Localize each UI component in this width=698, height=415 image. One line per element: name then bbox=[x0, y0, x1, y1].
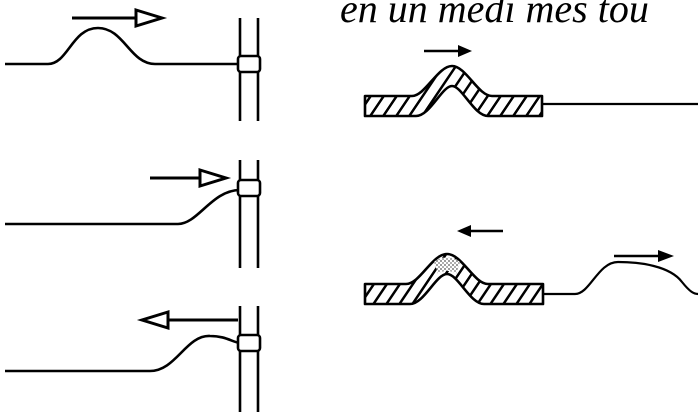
caption-text: en un medi més tou bbox=[340, 0, 649, 31]
left-panel-2 bbox=[5, 160, 262, 268]
arrow-right-icon bbox=[150, 167, 232, 189]
fixed-wall bbox=[236, 18, 262, 121]
arrow-right-icon bbox=[72, 7, 168, 29]
fixed-wall bbox=[236, 306, 262, 412]
left-panel-1 bbox=[5, 7, 262, 121]
left-panel-3 bbox=[5, 306, 262, 412]
hatched-rope-section bbox=[363, 64, 544, 118]
string-with-pulse bbox=[5, 334, 241, 373]
right-panel-2 bbox=[363, 225, 698, 306]
fixed-wall bbox=[236, 160, 262, 268]
string-with-pulse bbox=[5, 26, 240, 66]
thin-string-with-transmitted-pulse bbox=[543, 260, 698, 296]
arrow-right-icon bbox=[424, 45, 472, 57]
hatched-rope-section bbox=[363, 252, 545, 306]
arrow-left-icon bbox=[457, 225, 503, 237]
arrow-left-icon bbox=[136, 309, 238, 331]
string-with-pulse bbox=[5, 188, 241, 226]
stippled-crest bbox=[434, 257, 460, 274]
right-panel-1 bbox=[363, 45, 698, 118]
arrow-right-icon bbox=[614, 250, 674, 262]
